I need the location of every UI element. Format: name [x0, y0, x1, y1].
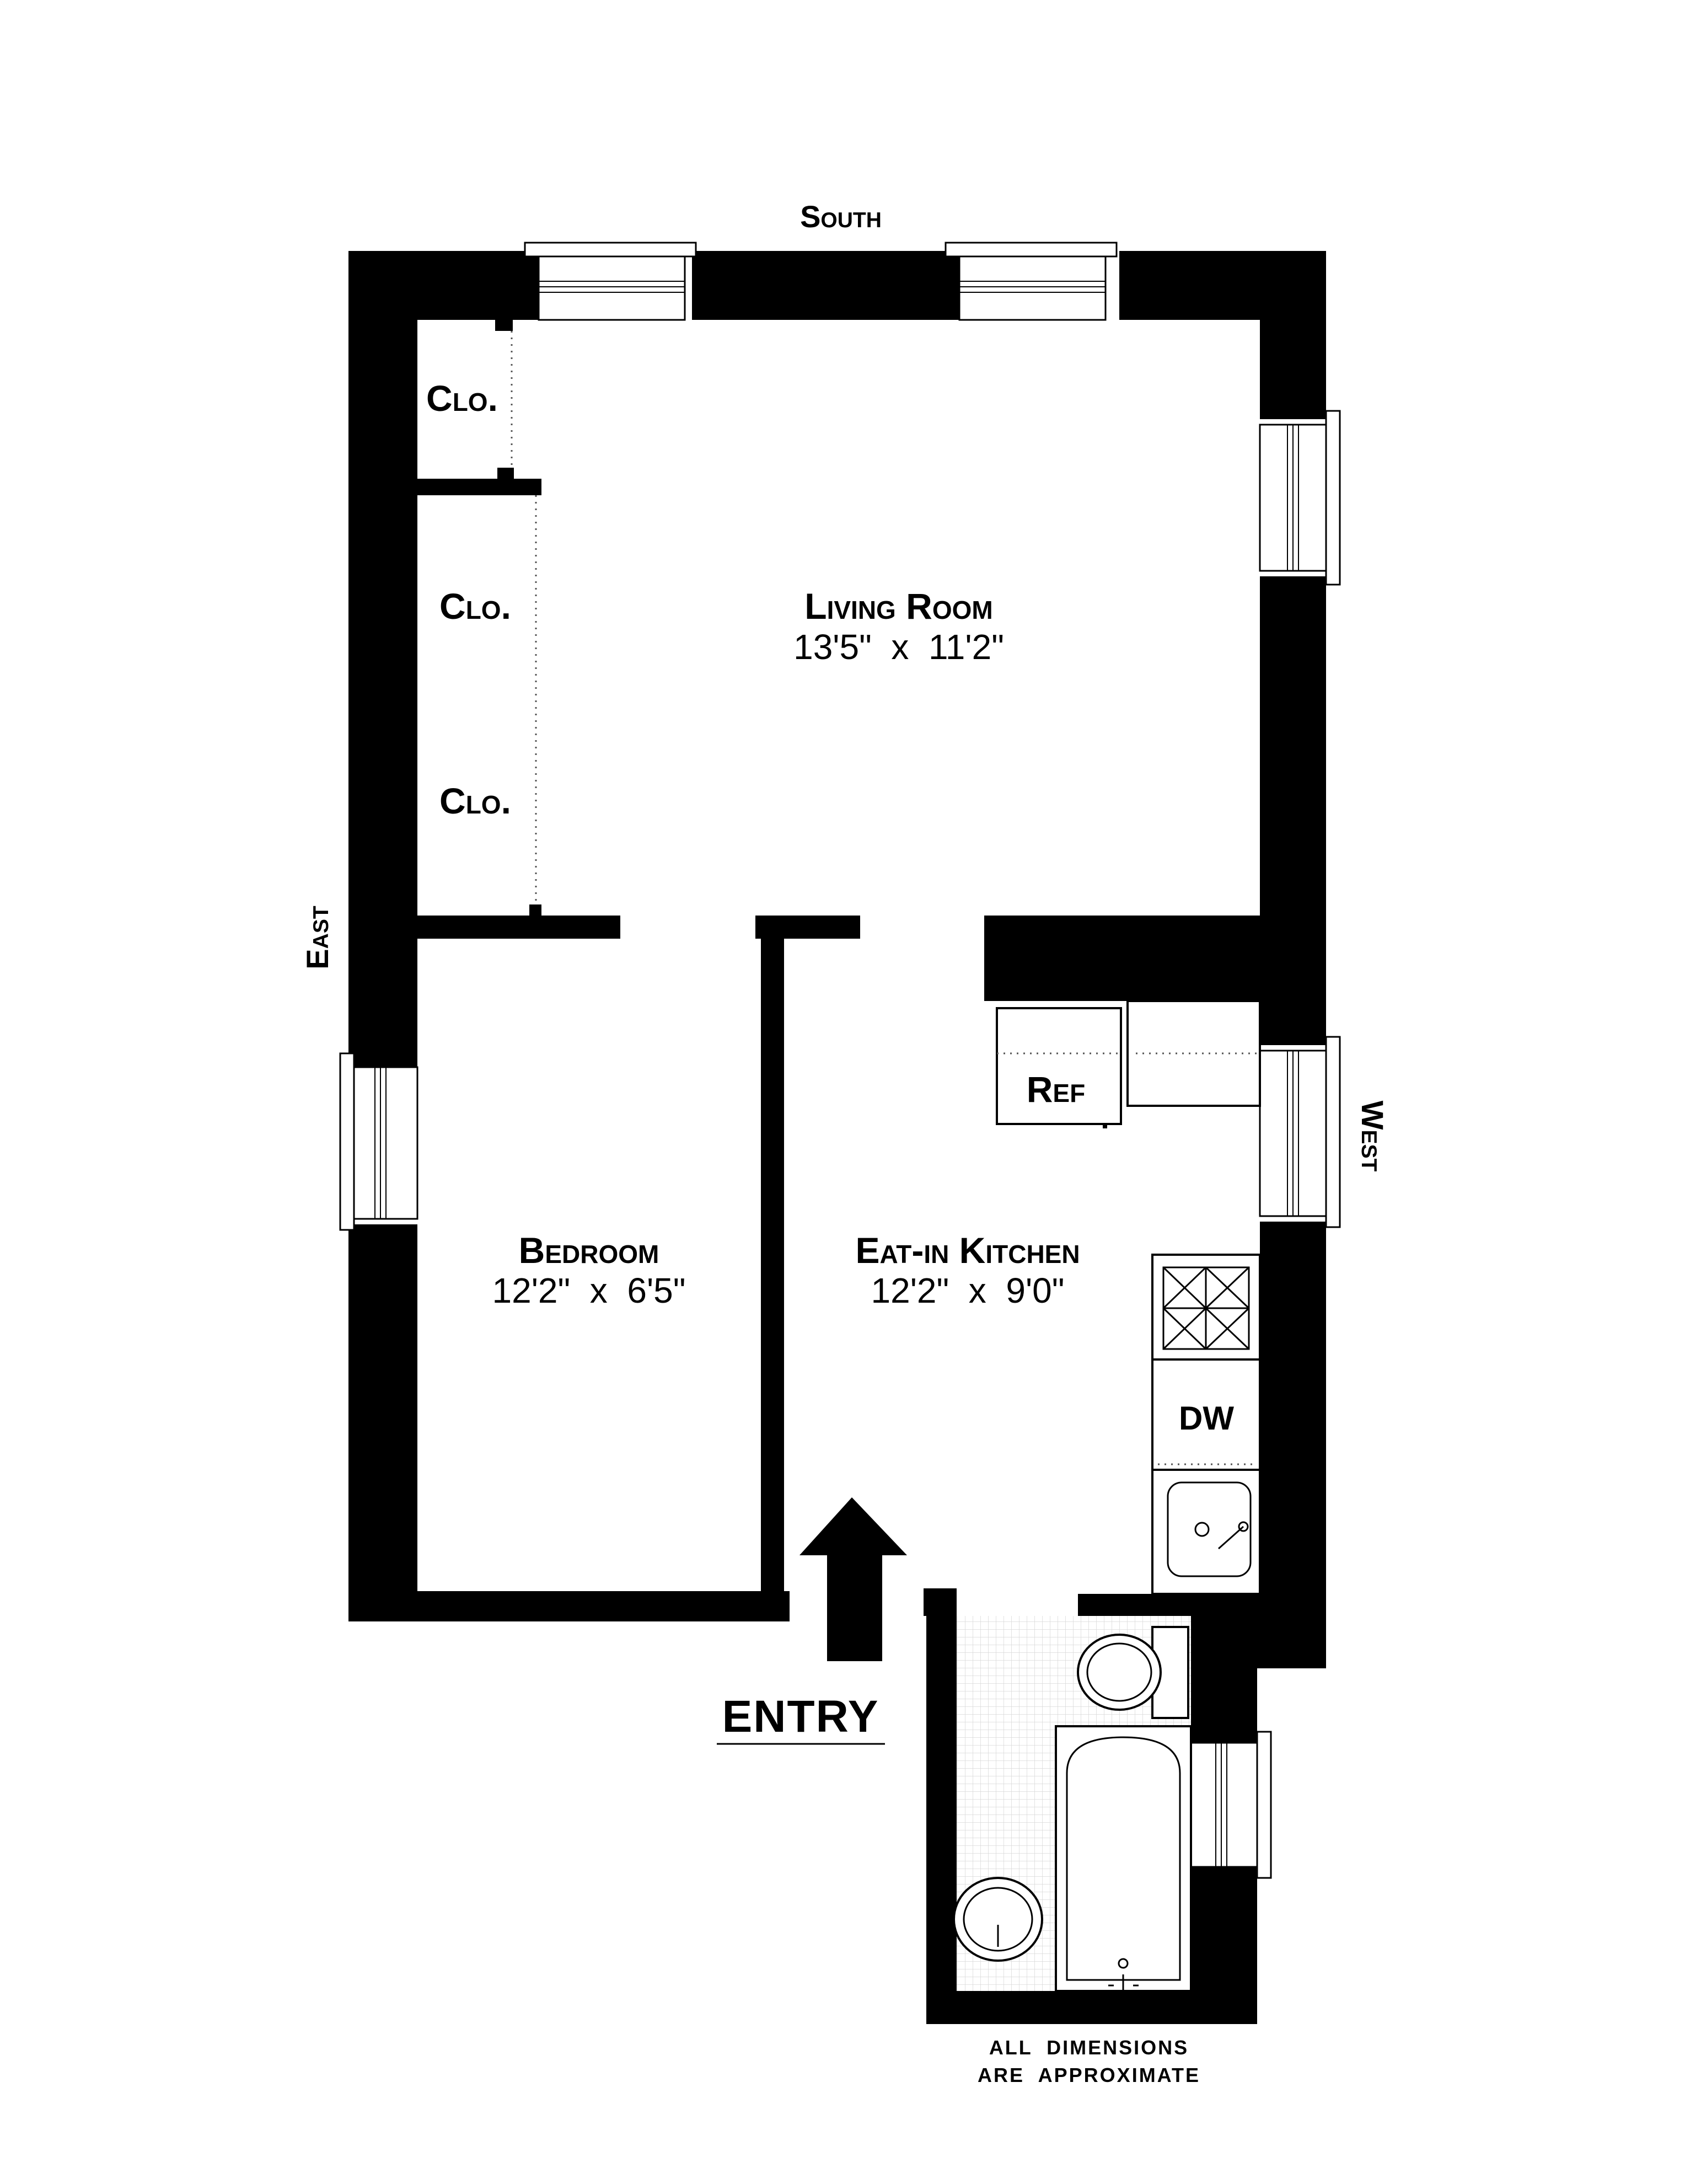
- dishwasher: [1151, 1358, 1261, 1471]
- window-east: [339, 1052, 418, 1231]
- stove: [1151, 1254, 1261, 1361]
- bathtub: [1055, 1725, 1192, 1992]
- refrigerator: [996, 1007, 1122, 1128]
- closet-label-2: Clo.: [439, 586, 511, 627]
- window-bathroom: [1190, 1731, 1272, 1879]
- kitchen-sink: [1151, 1469, 1261, 1595]
- dishwasher-label: DW: [1179, 1400, 1234, 1437]
- toilet: [1077, 1626, 1189, 1719]
- exterior-walls: [348, 251, 1326, 2024]
- closet-doors: [511, 331, 541, 917]
- interior-walls: [417, 320, 1260, 1621]
- living-room-name: Living Room: [804, 586, 992, 627]
- refrigerator-label: Ref: [1027, 1069, 1085, 1110]
- labels: South East West Clo. Clo. Clo. Living Ro…: [300, 199, 1390, 2086]
- kitchen-dimensions: 12'2" x 9'0": [871, 1271, 1065, 1310]
- kitchen-fixtures: [996, 1000, 1261, 1595]
- bedroom-name: Bedroom: [519, 1230, 659, 1271]
- closet-label-3: Clo.: [439, 780, 511, 821]
- compass-south: South: [800, 199, 882, 234]
- bedroom-dimensions: 12'2" x 6'5": [492, 1271, 686, 1310]
- bathroom: [953, 1616, 1192, 1992]
- entry-arrow-icon: [799, 1497, 907, 1661]
- window-west-1: [1259, 410, 1341, 586]
- note-line-1: ALL DIMENSIONS: [989, 2036, 1189, 2059]
- window-south-1: [524, 242, 697, 321]
- counter: [1126, 1000, 1261, 1107]
- note-line-2: ARE APPROXIMATE: [978, 2064, 1200, 2086]
- compass-west: West: [1355, 1101, 1390, 1172]
- compass-east: East: [300, 906, 335, 970]
- entry-label: ENTRY: [722, 1691, 879, 1742]
- bathroom-sink: [953, 1877, 1043, 1962]
- closet-label-1: Clo.: [426, 378, 498, 419]
- living-room-dimensions: 13'5" x 11'2": [793, 627, 1004, 667]
- window-west-2: [1259, 1036, 1341, 1228]
- windows: [339, 242, 1341, 1879]
- window-south-2: [945, 242, 1118, 321]
- kitchen-name: Eat-in Kitchen: [855, 1230, 1080, 1271]
